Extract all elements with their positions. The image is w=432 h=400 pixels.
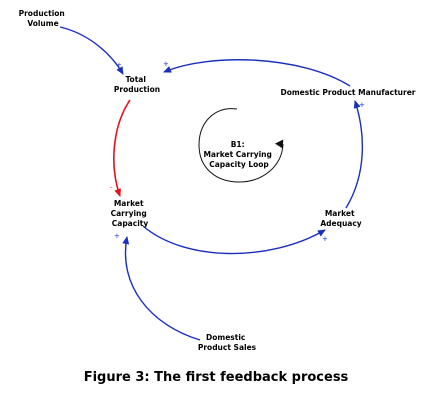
link-market-carrying-capacity-to-market-adequacy: [142, 225, 326, 255]
polarity-sign: +: [359, 101, 365, 109]
link-total-production-to-market-carrying-capacity: [113, 99, 131, 197]
link-market-adequacy-to-domestic-manufacturer: [345, 100, 364, 209]
link-domestic-product-sales-to-market-carrying-capacity: [122, 236, 201, 341]
polarity-sign: +: [114, 232, 120, 240]
node-production-volume: Production Volume: [19, 9, 68, 28]
node-domestic-product-sales: Domestic Product Sales: [198, 333, 257, 352]
node-market-carrying-capacity: Market Carrying Capacity: [111, 199, 150, 228]
node-total-production: Total Production: [114, 75, 160, 94]
polarity-sign: -: [110, 184, 113, 192]
link-production-volume-to-total-production: [59, 26, 124, 75]
polarity-sign: +: [163, 60, 169, 68]
node-domestic-product-manufacturer: Domestic Product Manufacturer: [280, 88, 415, 97]
loop-symbol-icon: [198, 108, 284, 183]
link-domestic-manufacturer-to-total-production: [163, 59, 351, 87]
loop-label: B1: Market Carrying Capacity Loop: [203, 140, 274, 169]
polarity-sign: +: [322, 235, 328, 243]
node-market-adequacy: Market Adequacy: [320, 209, 361, 228]
polarity-sign: +: [116, 61, 122, 69]
figure-caption: Figure 3: The first feedback process: [83, 370, 349, 385]
